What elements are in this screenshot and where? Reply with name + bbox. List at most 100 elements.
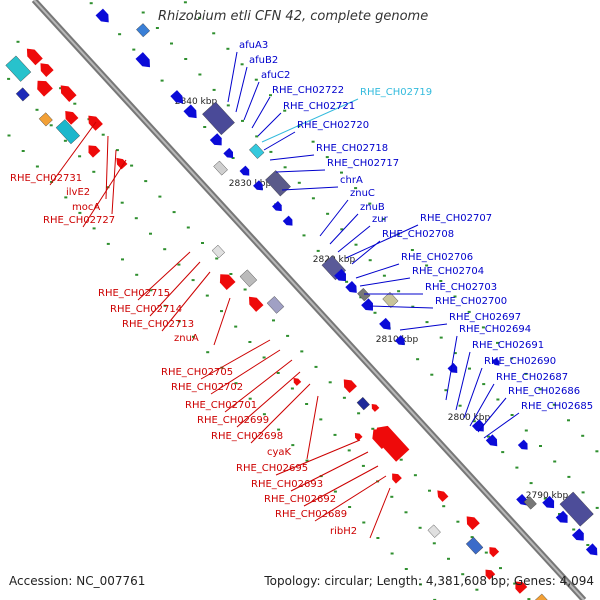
forward-gene-shape <box>183 104 197 119</box>
track-tick <box>411 305 415 308</box>
reverse-gene-label: RHE_CH02699 <box>197 415 269 426</box>
track-tick <box>269 150 273 153</box>
forward-gene <box>491 357 500 366</box>
track-tick <box>311 140 315 143</box>
track-tick <box>328 381 332 384</box>
forward-gene-leader <box>351 240 381 265</box>
track-tick <box>63 139 67 142</box>
forward-gene-leader <box>227 51 238 103</box>
reverse-gene-leader <box>275 439 361 476</box>
reverse-gene-leader <box>369 487 391 539</box>
track-tick <box>390 552 394 555</box>
track-tick <box>442 505 446 508</box>
reverse-gene-shape <box>515 581 528 594</box>
gene-block <box>239 269 258 288</box>
reverse-gene-leader <box>213 297 231 346</box>
gene-block-shape <box>265 170 291 197</box>
forward-gene-label: RHE_CH02687 <box>496 372 568 383</box>
track-tick <box>340 171 343 174</box>
track-tick <box>300 350 304 353</box>
track-tick <box>439 280 443 282</box>
track-tick <box>433 598 437 600</box>
forward-gene-shape <box>282 215 293 226</box>
forward-gene <box>170 90 184 104</box>
track-tick <box>192 335 195 338</box>
forward-gene-shape <box>334 268 346 282</box>
track-tick <box>515 466 519 469</box>
reverse-gene-shape <box>88 115 103 131</box>
track-tick <box>456 520 460 523</box>
track-tick <box>283 166 287 169</box>
track-tick <box>481 326 485 329</box>
track-tick <box>567 475 571 478</box>
reverse-gene-label: RHE_CH02714 <box>110 304 182 315</box>
track-tick <box>163 248 167 251</box>
ruler-label: 2790 kbp <box>526 491 569 501</box>
track-tick <box>272 319 275 322</box>
forward-gene-leader <box>251 96 271 129</box>
forward-gene-shape <box>345 281 357 293</box>
track-tick <box>118 33 122 36</box>
track-tick <box>262 413 266 416</box>
reverse-gene-leader <box>111 149 117 215</box>
reverse-gene <box>515 581 528 594</box>
reverse-gene-label: RHE_CH02689 <box>275 509 347 520</box>
track-tick <box>316 249 320 252</box>
track-tick <box>390 495 394 498</box>
forward-gene-leader <box>483 412 520 439</box>
forward-gene-leader <box>235 66 248 113</box>
forward-gene-shape <box>485 434 498 447</box>
forward-gene <box>542 495 555 509</box>
forward-gene <box>272 201 282 212</box>
forward-gene-shape <box>135 52 151 68</box>
track-tick <box>234 382 238 385</box>
reverse-gene-shape <box>65 111 79 125</box>
track-tick <box>241 119 244 122</box>
track-tick <box>397 290 401 293</box>
track-tick <box>340 228 344 231</box>
forward-gene <box>585 543 598 556</box>
track-tick <box>172 211 176 214</box>
reverse-gene-label: ribH2 <box>330 526 357 537</box>
forward-gene <box>253 180 263 191</box>
track-tick <box>248 397 252 400</box>
reverse-gene-shape <box>371 403 380 412</box>
reverse-gene-shape <box>37 80 53 97</box>
track-tick <box>342 396 346 399</box>
forward-gene-label: RHE_CH02707 <box>420 213 492 224</box>
forward-gene-label: RHE_CH02708 <box>382 229 454 240</box>
reverse-gene-label: ilvE2 <box>66 187 90 198</box>
forward-gene-label: RHE_CH02706 <box>401 252 473 263</box>
forward-gene-leader <box>319 199 349 237</box>
track-tick <box>510 414 514 416</box>
gene-block <box>5 55 32 82</box>
reverse-gene-leader <box>306 395 319 460</box>
track-tick <box>248 341 252 343</box>
forward-gene <box>135 52 151 68</box>
track-tick <box>49 124 53 127</box>
reverse-gene <box>374 425 410 462</box>
track-tick <box>475 588 479 591</box>
reverse-gene <box>392 473 402 484</box>
gene-block-shape <box>427 524 441 538</box>
track-tick <box>231 157 235 159</box>
track-tick <box>144 180 148 183</box>
gene-block-shape <box>239 269 258 288</box>
forward-gene <box>485 434 498 447</box>
forward-gene-label: RHE_CH02690 <box>484 356 556 367</box>
forward-gene-shape <box>170 90 184 104</box>
forward-gene-shape <box>95 8 109 23</box>
track-tick <box>155 27 159 29</box>
genome-backbone-highlight <box>33 0 585 600</box>
forward-gene-leader <box>355 263 400 279</box>
reverse-gene-shape <box>392 473 402 484</box>
track-tick <box>234 325 238 328</box>
track-tick <box>432 542 436 545</box>
track-tick <box>362 521 366 524</box>
forward-gene-label: zur <box>372 214 389 225</box>
track-tick <box>262 356 266 359</box>
forward-gene-shape <box>542 495 555 509</box>
forward-gene-shape <box>209 133 222 146</box>
forward-gene-shape <box>361 298 373 311</box>
reverse-gene-leader <box>314 475 387 522</box>
